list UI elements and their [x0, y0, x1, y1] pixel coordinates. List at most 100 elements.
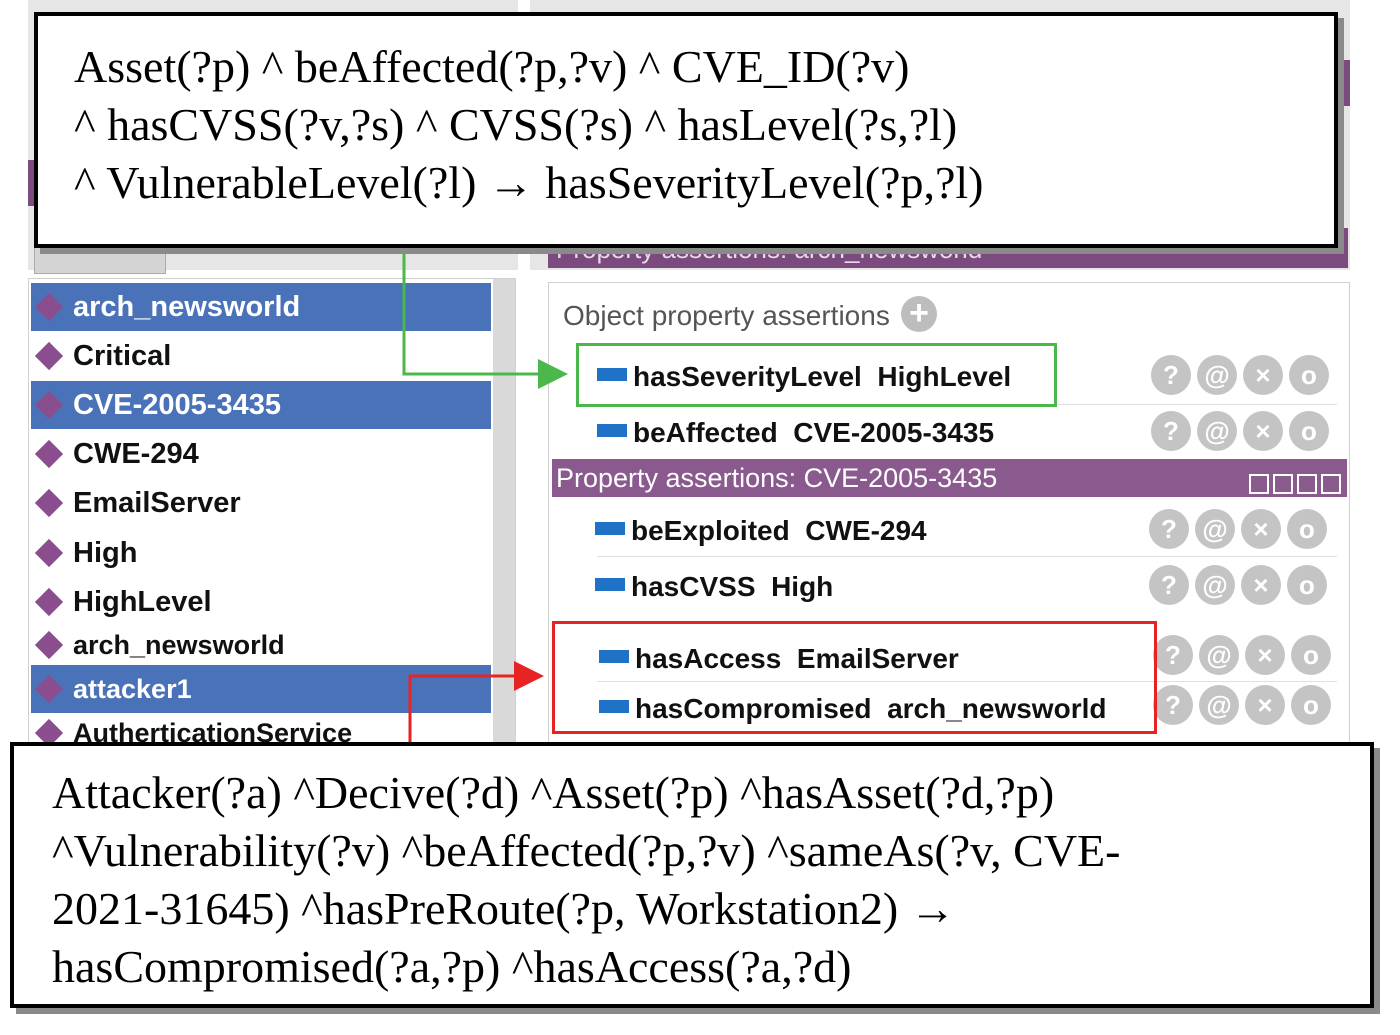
- green-arrow: [402, 248, 568, 389]
- row-divider: [597, 556, 1337, 557]
- assertion-row[interactable]: beExploited CWE-294: [595, 505, 1065, 557]
- rule-line: Asset(?p) ^ beAffected(?p,?v) ^ CVE_ID(?…: [74, 41, 910, 92]
- row-divider: [597, 681, 1337, 682]
- help-icon[interactable]: ?: [1149, 509, 1189, 549]
- top-swrl-rule-box: Asset(?p) ^ beAffected(?p,?v) ^ CVE_ID(?…: [34, 12, 1338, 248]
- assertion-text: hasAccess EmailServer: [635, 633, 959, 685]
- severity-highlight-box: [576, 343, 1057, 407]
- edit-icon[interactable]: o: [1291, 685, 1331, 725]
- close-view-icon[interactable]: [1321, 474, 1341, 494]
- assertion-property: hasAccess: [635, 643, 782, 674]
- annotate-icon[interactable]: @: [1199, 635, 1239, 675]
- individual-item[interactable]: CVE-2005-3435: [31, 381, 491, 429]
- individual-label: CVE-2005-3435: [73, 389, 281, 421]
- rule-line: Attacker(?a) ^Decive(?d) ^Asset(?p) ^has…: [52, 767, 1055, 818]
- assertion-text: hasCVSS High: [631, 561, 833, 613]
- assertion-property: hasCVSS: [631, 571, 756, 602]
- maximize-view-icon[interactable]: [1297, 474, 1317, 494]
- individual-item[interactable]: attacker1: [31, 665, 491, 713]
- rule-line: ^Vulnerability(?v) ^beAffected(?p,?v) ^s…: [52, 825, 1121, 876]
- individual-label: EmailServer: [73, 487, 241, 519]
- assertion-text: beAffected CVE-2005-3435: [633, 407, 994, 459]
- plus-icon[interactable]: +: [901, 296, 937, 332]
- individual-label: CWE-294: [73, 438, 199, 470]
- object-property-icon: [597, 368, 627, 381]
- assertion-property: beExploited: [631, 515, 790, 546]
- compromise-highlight-box: [552, 621, 1157, 734]
- assertion-value: HighLevel: [877, 361, 1012, 392]
- assertion-property: beAffected: [633, 417, 778, 448]
- assertion-row[interactable]: hasAccess EmailServer: [599, 633, 1159, 685]
- cve-property-assertions-title: Property assertions: CVE-2005-3435: [556, 463, 998, 493]
- help-icon[interactable]: ?: [1153, 635, 1193, 675]
- cve-property-assertions-header: Property assertions: CVE-2005-3435: [552, 459, 1347, 497]
- individual-item[interactable]: HighLevel: [31, 578, 491, 626]
- red-arrow: [408, 661, 544, 748]
- assertion-value: arch_newsworld: [887, 693, 1107, 724]
- individual-label: HighLevel: [73, 586, 212, 618]
- help-icon[interactable]: ?: [1149, 565, 1189, 605]
- help-icon[interactable]: ?: [1153, 685, 1193, 725]
- view-controls: [1245, 466, 1341, 494]
- individual-label: arch_newsworld: [73, 630, 285, 660]
- annotate-icon[interactable]: @: [1197, 411, 1237, 451]
- annotate-icon[interactable]: @: [1199, 685, 1239, 725]
- annotate-icon[interactable]: @: [1195, 565, 1235, 605]
- individuals-list: arch_newsworld Critical CVE-2005-3435 CW…: [28, 278, 516, 750]
- edit-icon[interactable]: o: [1289, 411, 1329, 451]
- delete-icon[interactable]: ×: [1243, 411, 1283, 451]
- object-property-section-title: Object property assertions: [563, 300, 890, 331]
- individual-label: arch_newsworld: [73, 291, 301, 323]
- rule-line: 2021-31645) ^hasPreRoute(?p, Workstation…: [52, 883, 956, 934]
- minimize-view-icon[interactable]: [1273, 474, 1293, 494]
- help-icon[interactable]: ?: [1151, 355, 1191, 395]
- rule-line: ^ hasCVSS(?v,?s) ^ CVSS(?s) ^ hasLevel(?…: [74, 99, 958, 150]
- delete-icon[interactable]: ×: [1245, 685, 1285, 725]
- object-property-icon: [597, 424, 627, 437]
- rule-line: ^ VulnerableLevel(?l) → hasSeverityLevel…: [74, 157, 984, 208]
- individual-item[interactable]: arch_newsworld: [31, 621, 491, 669]
- assertion-value: CVE-2005-3435: [793, 417, 995, 448]
- assertion-row[interactable]: hasSeverityLevel HighLevel: [597, 351, 1067, 403]
- individuals-scrollbar[interactable]: [493, 279, 515, 749]
- object-property-icon: [595, 522, 625, 535]
- assertion-text: hasCompromised arch_newsworld: [635, 683, 1106, 735]
- object-property-icon: [595, 578, 625, 591]
- assertion-row[interactable]: hasCVSS High: [595, 561, 1065, 613]
- assertion-value: High: [771, 571, 834, 602]
- individual-label: High: [73, 537, 138, 569]
- edit-icon[interactable]: o: [1287, 565, 1327, 605]
- assertion-row[interactable]: beAffected CVE-2005-3435: [597, 407, 1067, 459]
- bottom-swrl-rule-box: Attacker(?a) ^Decive(?d) ^Asset(?p) ^has…: [10, 742, 1374, 1008]
- delete-icon[interactable]: ×: [1245, 635, 1285, 675]
- individual-item[interactable]: EmailServer: [31, 479, 491, 527]
- object-property-icon: [599, 700, 629, 713]
- assertion-property: hasSeverityLevel: [633, 361, 862, 392]
- edit-icon[interactable]: o: [1287, 509, 1327, 549]
- individual-item[interactable]: CWE-294: [31, 430, 491, 478]
- assertion-text: hasSeverityLevel HighLevel: [633, 351, 1011, 403]
- property-assertions-panel: Object property assertions + hasSeverity…: [548, 282, 1350, 744]
- assertion-row[interactable]: hasCompromised arch_newsworld: [599, 683, 1159, 735]
- individual-label: attacker1: [73, 674, 192, 704]
- delete-icon[interactable]: ×: [1243, 355, 1283, 395]
- individual-item[interactable]: arch_newsworld: [31, 283, 491, 331]
- annotate-icon[interactable]: @: [1197, 355, 1237, 395]
- individual-item[interactable]: High: [31, 529, 491, 577]
- split-view-icon[interactable]: [1249, 474, 1269, 494]
- assertion-property: hasCompromised: [635, 693, 872, 724]
- edit-icon[interactable]: o: [1289, 355, 1329, 395]
- annotate-icon[interactable]: @: [1195, 509, 1235, 549]
- assertion-text: beExploited CWE-294: [631, 505, 927, 557]
- assertion-value: CWE-294: [805, 515, 927, 546]
- individual-label: Critical: [73, 340, 172, 372]
- edit-icon[interactable]: o: [1291, 635, 1331, 675]
- individual-item[interactable]: Critical: [31, 332, 491, 380]
- object-property-icon: [599, 650, 629, 663]
- rule-line: hasCompromised(?a,?p) ^hasAccess(?a,?d): [52, 941, 852, 992]
- assertion-value: EmailServer: [796, 643, 959, 674]
- help-icon[interactable]: ?: [1151, 411, 1191, 451]
- delete-icon[interactable]: ×: [1241, 565, 1281, 605]
- delete-icon[interactable]: ×: [1241, 509, 1281, 549]
